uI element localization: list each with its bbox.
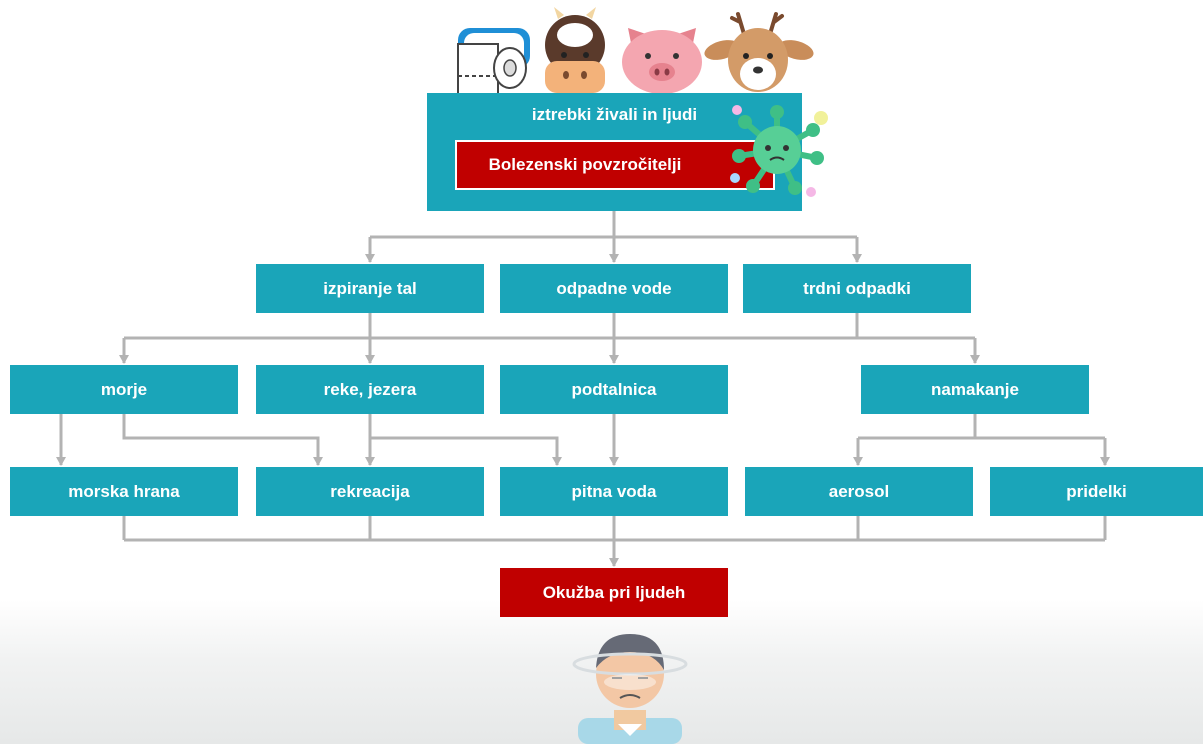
node-label: pridelki — [1066, 481, 1127, 501]
node-morje: morje — [10, 365, 238, 414]
node-label: reke, jezera — [323, 379, 417, 399]
node-reke-jezera: reke, jezera — [256, 365, 484, 414]
node-label: rekreacija — [330, 481, 410, 501]
node-label: trdni odpadki — [803, 278, 911, 298]
virus-icon — [730, 105, 828, 197]
sick-person-icon — [572, 634, 688, 744]
node-label: podtalnica — [571, 379, 657, 399]
node-label: izpiranje tal — [323, 278, 417, 298]
pathogen-label: Bolezenski povzročitelji — [488, 155, 682, 174]
node-podtalnica: podtalnica — [500, 365, 728, 414]
node-trdni-odpadki: trdni odpadki — [743, 264, 971, 313]
toilet-paper-icon — [457, 28, 530, 94]
node-label: odpadne vode — [556, 278, 672, 298]
cow-icon — [545, 7, 605, 93]
deer-icon — [704, 12, 814, 92]
result-label: Okužba pri ljudeh — [542, 582, 686, 602]
node-aerosol: aerosol — [745, 467, 973, 516]
node-label: aerosol — [828, 481, 890, 501]
node-odpadne-vode: odpadne vode — [500, 264, 728, 313]
node-result: Okužba pri ljudeh — [500, 568, 728, 617]
node-morska-hrana: morska hrana — [10, 467, 238, 516]
node-label: morska hrana — [68, 481, 180, 501]
node-label: morje — [100, 379, 148, 399]
node-label: pitna voda — [571, 481, 657, 501]
pig-icon — [622, 28, 702, 93]
node-namakanje: namakanje — [861, 365, 1089, 414]
node-pridelki: pridelki — [990, 467, 1203, 516]
node-label: namakanje — [931, 379, 1019, 399]
node-pitna-voda: pitna voda — [500, 467, 728, 516]
node-izpiranje-tal: izpiranje tal — [256, 264, 484, 313]
node-rekreacija: rekreacija — [256, 467, 484, 516]
pathogen-box: Bolezenski povzročitelji — [455, 140, 775, 190]
source-title: iztrebki živali in ljudi — [531, 105, 698, 124]
